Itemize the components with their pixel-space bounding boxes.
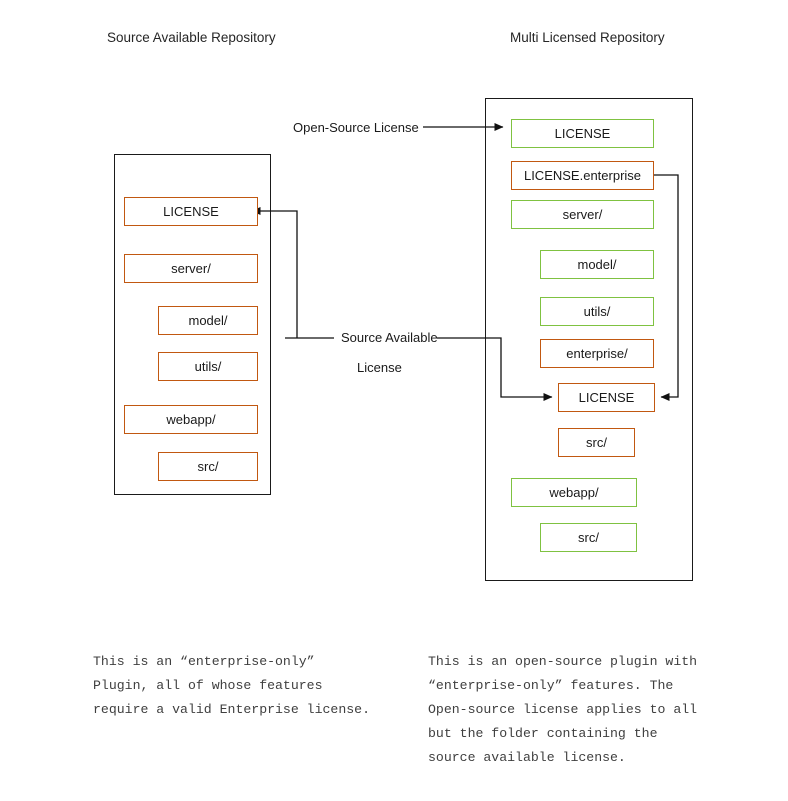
edge-label-source-available-line1: Source Available xyxy=(341,330,438,345)
right-node-enterprise-src[interactable]: src/ xyxy=(558,428,635,457)
right-node-enterprise-license[interactable]: LICENSE xyxy=(558,383,655,412)
left-node-webapp[interactable]: webapp/ xyxy=(124,405,258,434)
right-node-enterprise[interactable]: enterprise/ xyxy=(540,339,654,368)
arrow-license-enterprise-to-license xyxy=(654,174,679,401)
right-node-server[interactable]: server/ xyxy=(511,200,654,229)
arrow-source-available-to-right xyxy=(437,337,553,401)
left-node-license[interactable]: LICENSE xyxy=(124,197,258,226)
left-node-server[interactable]: server/ xyxy=(124,254,258,283)
right-node-model[interactable]: model/ xyxy=(540,250,654,279)
right-node-webapp-src[interactable]: src/ xyxy=(540,523,637,552)
left-repo-frame xyxy=(114,154,271,495)
right-node-license-enterprise[interactable]: LICENSE.enterprise xyxy=(511,161,654,190)
right-node-utils[interactable]: utils/ xyxy=(540,297,654,326)
left-node-utils[interactable]: utils/ xyxy=(158,352,258,381)
edge-label-open-source-license: Open-Source License xyxy=(293,120,419,135)
left-node-model[interactable]: model/ xyxy=(158,306,258,335)
left-node-src[interactable]: src/ xyxy=(158,452,258,481)
right-repo-frame xyxy=(485,98,693,581)
right-repo-caption: This is an open-source plugin with “ente… xyxy=(428,654,698,765)
left-repo-title: Source Available Repository xyxy=(107,30,276,45)
edge-label-source-available-line2: License xyxy=(357,360,402,375)
right-repo-title: Multi Licensed Repository xyxy=(510,30,665,45)
right-node-webapp[interactable]: webapp/ xyxy=(511,478,637,507)
left-repo-caption: This is an “enterprise-only” Plugin, all… xyxy=(93,654,370,717)
arrow-source-available-to-left xyxy=(251,207,298,338)
right-node-license[interactable]: LICENSE xyxy=(511,119,654,148)
